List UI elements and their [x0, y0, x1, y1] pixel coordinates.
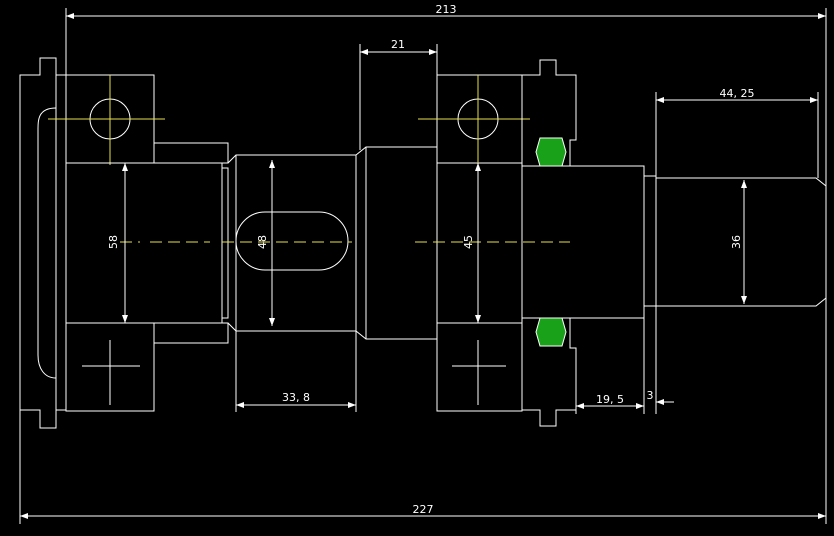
spacer-sleeve: [153, 142, 229, 344]
dim-groove-length: 33, 8: [282, 391, 310, 404]
length-dims: 213 21 44, 25 33, 8 19, 5 3 227: [19, 3, 827, 524]
left-end-cap: [19, 57, 67, 429]
dim-dia-middle: 48: [256, 235, 269, 249]
shaft-body: [66, 146, 827, 340]
dim-overall-top: 213: [436, 3, 457, 16]
dim-step-length: 19, 5: [596, 393, 624, 406]
dim-chamfer: 3: [647, 389, 654, 402]
diameter-dims: 58 48 45 36: [107, 160, 747, 326]
dim-tip-length: 44, 25: [720, 87, 755, 100]
dim-dia-bearing: 45: [462, 235, 475, 249]
dim-overall-bottom: 227: [413, 503, 434, 516]
dim-dia-left: 58: [107, 235, 120, 249]
dim-dia-tip: 36: [730, 235, 743, 249]
right-end-cap: [521, 59, 577, 427]
dim-shoulder-width: 21: [391, 38, 405, 51]
